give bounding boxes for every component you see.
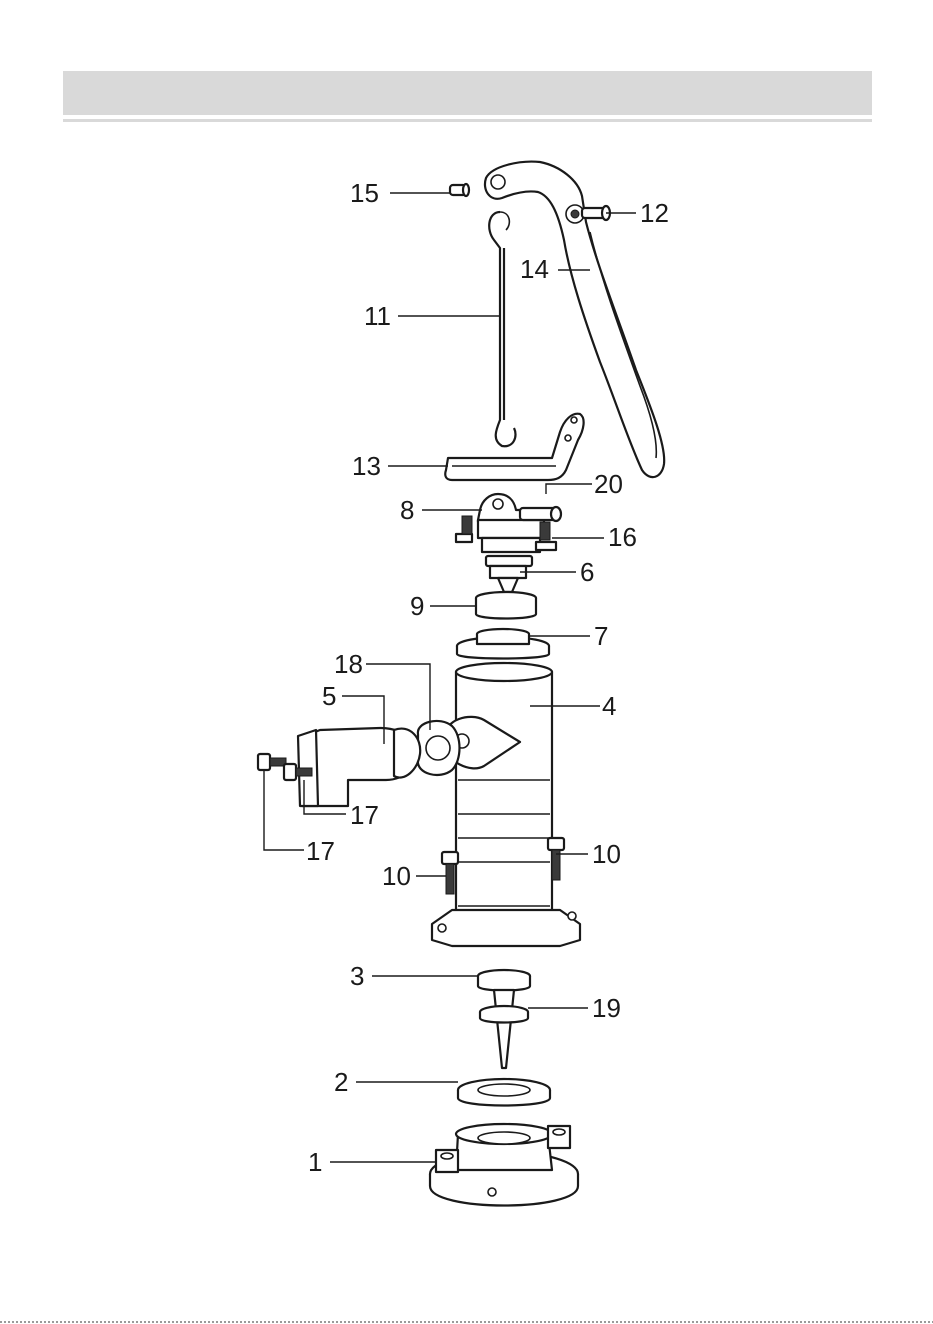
callout-5: 5 (322, 681, 336, 711)
callout-2: 2 (334, 1067, 348, 1097)
callout-6: 6 (580, 557, 594, 587)
part-9-cup-seal (476, 592, 536, 619)
callout-1: 1 (308, 1147, 322, 1177)
callout-15: 15 (350, 178, 379, 208)
callout-9: 9 (410, 591, 424, 621)
callout-14: 14 (520, 254, 549, 284)
part-6-plunger (486, 556, 532, 592)
part-1-base (430, 1124, 578, 1206)
callout-17a: 17 (350, 800, 379, 830)
callout-11: 11 (364, 301, 391, 331)
part-19-o-ring (480, 1006, 528, 1023)
callout-10b: 10 (592, 839, 621, 869)
part-2-gasket (458, 1079, 550, 1106)
leader-lines (264, 193, 636, 1162)
callout-16: 16 (608, 522, 637, 552)
callout-12: 12 (640, 198, 669, 228)
callout-7: 7 (594, 621, 608, 651)
callout-20: 20 (594, 469, 623, 499)
callout-17b: 17 (306, 836, 335, 866)
bottom-dotted-rule (0, 1321, 933, 1323)
part-12-pin (582, 206, 610, 220)
part-7-bushing (457, 629, 549, 659)
part-15-pin (450, 184, 469, 196)
part-18-gaskets (418, 721, 460, 775)
callout-3: 3 (350, 961, 364, 991)
callout-19: 19 (592, 993, 621, 1023)
part-13-bracket (445, 414, 583, 480)
part-5-spout (298, 728, 420, 806)
callout-18: 18 (334, 649, 363, 679)
callout-8: 8 (400, 495, 414, 525)
callout-4: 4 (602, 691, 616, 721)
part-20-pin (520, 507, 561, 521)
part-11-link-rod (489, 212, 515, 446)
callout-10a: 10 (382, 861, 411, 891)
callout-13: 13 (352, 451, 381, 481)
